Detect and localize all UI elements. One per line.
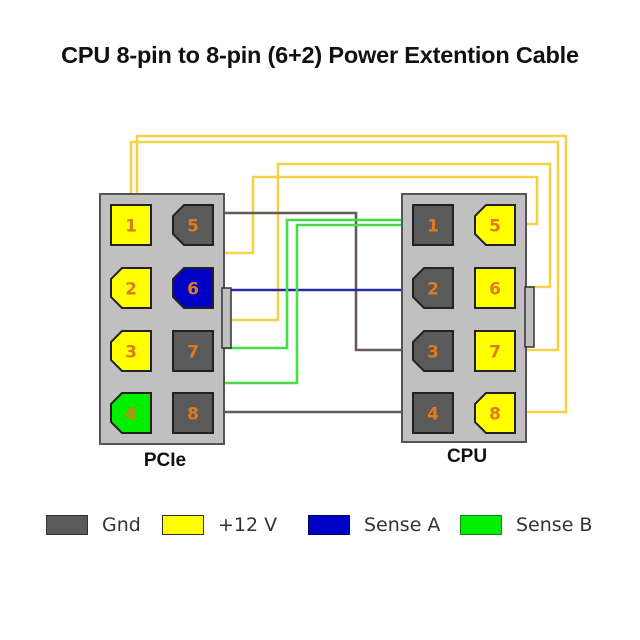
gnd-swatch [46,515,88,535]
pcie-pin-3 [110,330,152,372]
cpu-pin-4 [412,392,454,434]
cpu-pin-5-label: 5 [489,217,501,237]
cpu-pin-2 [412,267,454,309]
pcie-pin-1 [110,204,152,246]
cpu-connector-label: CPU [447,446,487,467]
pcie-pin-1-label: 1 [125,217,137,237]
legend: Gnd +12 V Sense A Sense B [0,514,640,544]
pcie-pin-3-label: 3 [125,343,137,363]
cpu-pin-7-label: 7 [489,343,501,363]
legend-item-sense-b: Sense B [460,514,592,536]
legend-label-sense-b: Sense B [516,514,593,536]
pcie-pin-6 [172,267,214,309]
pcie-pin-4-label: 4 [125,405,137,425]
pcie-pin-5-label: 5 [187,217,199,237]
pcie-pin-5 [172,204,214,246]
pcie-connector: 1 2 3 4 5 6 7 8 [99,193,232,445]
pcie-pin-7-label: 7 [187,343,199,363]
pcie-pin-2-label: 2 [125,280,137,300]
cpu-pin-4-label: 4 [427,405,439,425]
wire-pcie-5-to-cpu-3 [215,211,413,352]
pcie-connector-label: PCIe [144,450,186,471]
wire-pcie-1-to-cpu-8 [135,134,568,414]
cpu-pin-1-label: 1 [427,217,439,237]
cpu-pin-7 [474,330,516,372]
wire-pcie-7-to-cpu-1 [215,218,413,350]
cpu-pin-3 [412,330,454,372]
legend-label-gnd: Gnd [102,514,141,536]
pcie-pin-7 [172,330,214,372]
cpu-pin-8-label: 8 [489,405,501,425]
legend-item-gnd: Gnd [46,514,141,536]
legend-label-sense-a: Sense A [364,514,441,536]
pcie-pin-6-label: 6 [187,280,199,300]
cpu-latch [524,286,535,348]
wire-pcie-1-to-cpu-7 [129,140,560,352]
cpu-pin-2-label: 2 [427,280,439,300]
pcie-pin-4 [110,392,152,434]
pcie-latch [221,287,232,349]
cpu-pin-6-label: 6 [489,280,501,300]
pcie-pin-8 [172,392,214,434]
cpu-connector: 1 2 3 4 5 6 7 8 [401,193,535,443]
legend-item-sense-a: Sense A [308,514,440,536]
cpu-pin-3-label: 3 [427,343,439,363]
sense-b-swatch [460,515,502,535]
pcie-pin-2 [110,267,152,309]
cpu-pin-1 [412,204,454,246]
pcie-pin-8-label: 8 [187,405,199,425]
sense-a-swatch [308,515,350,535]
legend-item-12v: +12 V [162,514,277,536]
cpu-pin-8 [474,392,516,434]
legend-label-12v: +12 V [218,514,278,536]
cpu-pin-6 [474,267,516,309]
diagram-title: CPU 8-pin to 8-pin (6+2) Power Extention… [61,42,579,68]
12v-swatch [162,515,204,535]
cpu-pin-5 [474,204,516,246]
